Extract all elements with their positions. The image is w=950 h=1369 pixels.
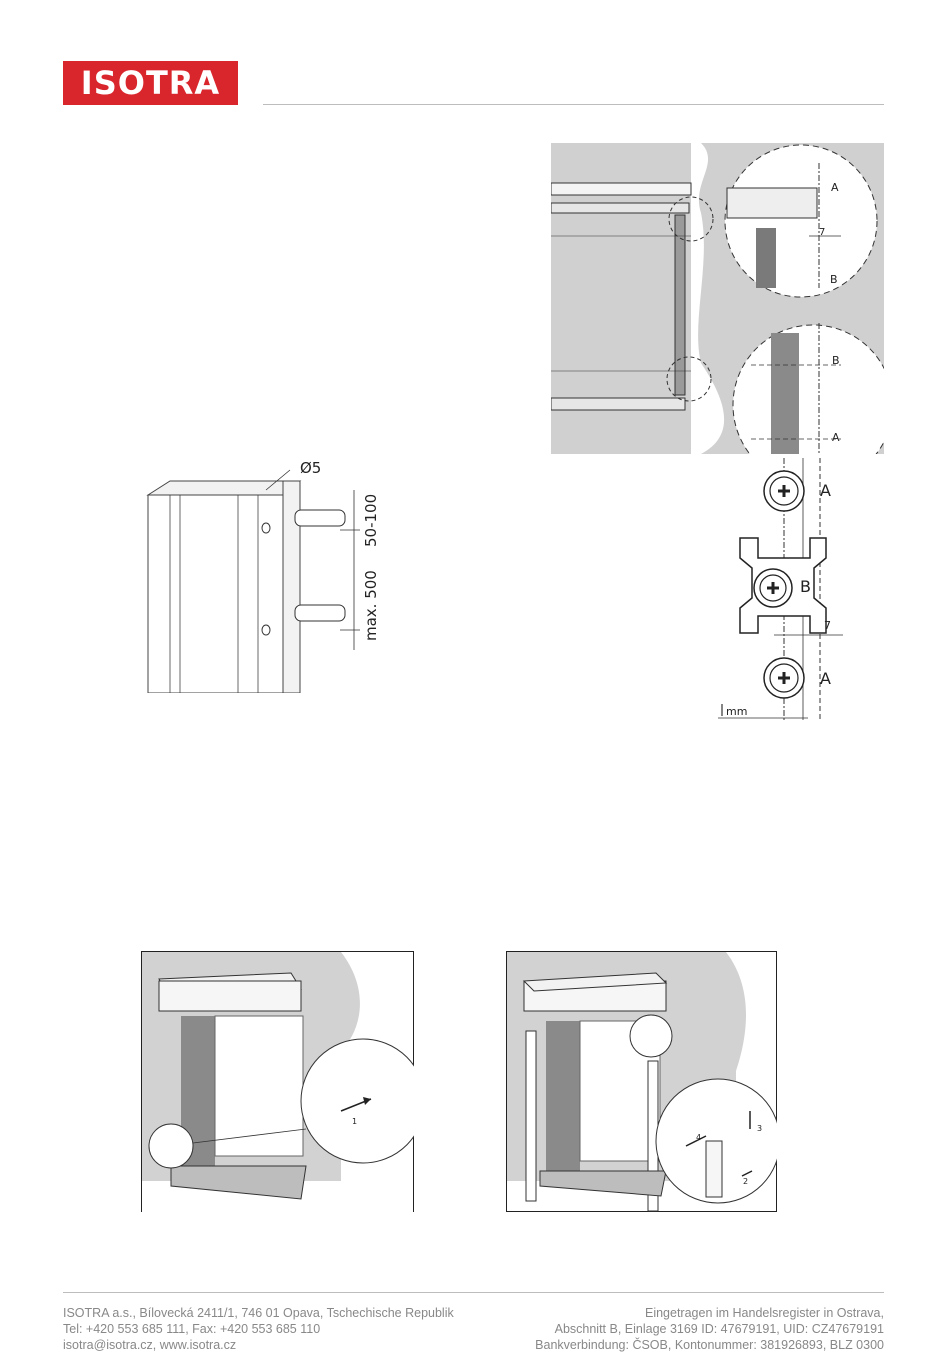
footer-phone: Tel: +420 553 685 111, Fax: +420 553 685… xyxy=(63,1322,321,1336)
footer-contact: isotra@isotra.cz, www.isotra.cz xyxy=(63,1338,237,1352)
screw-dim-7: 7 xyxy=(824,619,831,632)
profile-diameter-label: Ø5 xyxy=(300,459,321,477)
profile-spacing-max: max. 500 xyxy=(362,570,380,641)
logo-wordmark: ISOTRA xyxy=(80,64,221,102)
footer-register: Eingetragen im Handelsregister in Ostrav… xyxy=(644,1306,884,1320)
installation-step-2-figure: 2 3 4 xyxy=(506,951,777,1212)
profile-spacing-top: 50-100 xyxy=(362,494,380,547)
footer-bank: Bankverbindung: ČSOB, Kontonummer: 38192… xyxy=(535,1338,884,1352)
screw-positions-figure: A B A 7 mm xyxy=(718,458,858,720)
profile-drilling-figure: Ø5 50-100 max. 500 xyxy=(140,455,400,693)
clip-b xyxy=(739,537,827,634)
screw-a-bottom xyxy=(763,657,805,699)
footer-company-info: ISOTRA a.s., Bílovecká 2411/1, 746 01 Op… xyxy=(63,1305,454,1353)
install-2-step-2: 2 xyxy=(743,1177,748,1186)
install-1-step-label: 1 xyxy=(352,1117,357,1126)
frame-label-b-bottom: B xyxy=(832,354,840,367)
isotra-logo: ISOTRA xyxy=(63,61,238,105)
install-2-step-4: 4 xyxy=(696,1133,701,1142)
frame-dim-7: 7 xyxy=(819,227,825,238)
installation-step-1-figure: 1 xyxy=(141,951,414,1212)
footer-address: ISOTRA a.s., Bílovecká 2411/1, 746 01 Op… xyxy=(63,1306,454,1320)
frame-label-a-bottom: A xyxy=(832,431,840,444)
header-divider xyxy=(263,104,884,105)
footer-ids: Abschnitt B, Einlage 3169 ID: 47679191, … xyxy=(554,1322,884,1336)
frame-label-a-top: A xyxy=(831,181,839,194)
frame-label-b-top: B xyxy=(830,273,838,286)
screw-label-a-top: A xyxy=(820,481,831,500)
screw-dim-unit: mm xyxy=(726,705,747,718)
install-2-step-3: 3 xyxy=(757,1124,762,1133)
footer-registration-info: Eingetragen im Handelsregister in Ostrav… xyxy=(535,1305,884,1353)
footer-divider xyxy=(63,1292,884,1293)
frame-detail-figure: A 7 B B A xyxy=(551,143,884,454)
screw-label-a-bottom: A xyxy=(820,669,831,688)
screw-label-b: B xyxy=(800,577,811,596)
screw-a-top xyxy=(763,470,805,512)
